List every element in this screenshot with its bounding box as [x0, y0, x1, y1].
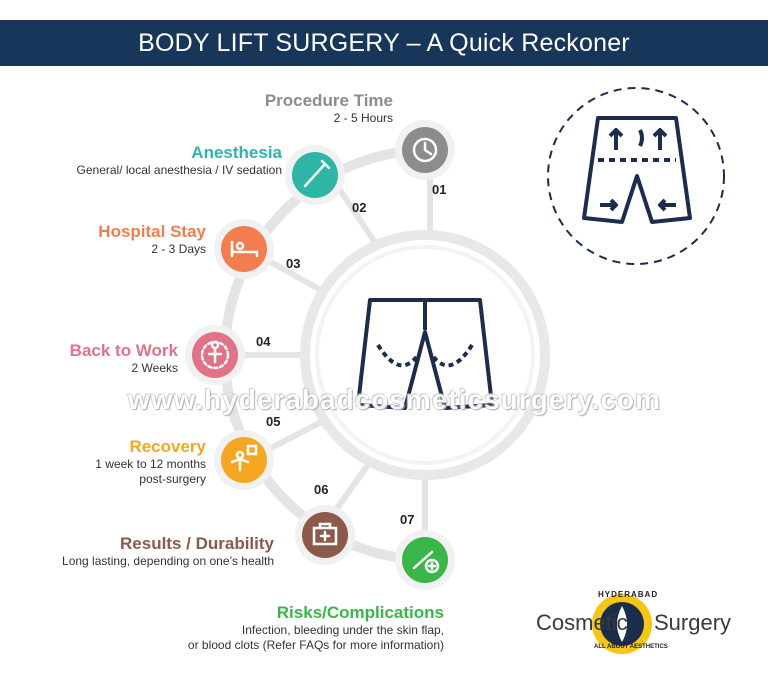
body-lift-icon [582, 116, 692, 224]
step-back-to-work: Back to Work 2 Weeks [70, 340, 178, 376]
calendar-person-icon [230, 444, 258, 472]
step-results: Results / Durability Long lasting, depen… [62, 533, 274, 569]
step-detail: General/ local anesthesia / IV sedation [76, 163, 282, 177]
center-ring [300, 230, 550, 480]
medicine-icon [412, 550, 440, 574]
step-number: 07 [400, 512, 415, 527]
step-number: 01 [432, 182, 447, 197]
clock-icon [412, 137, 438, 163]
step-title: Procedure Time [264, 91, 393, 110]
step-title: Anesthesia [191, 143, 282, 162]
logo-word-1: Cosmetic [536, 610, 628, 635]
step-risks: Risks/Complications Infection, bleeding … [188, 602, 444, 653]
step-title: Recovery [129, 437, 206, 456]
step-detail: Long lasting, depending on one’s health [62, 554, 274, 568]
title-banner: BODY LIFT SURGERY – A Quick Reckoner [0, 20, 768, 66]
step-detail: 2 - 5 Hours [333, 111, 393, 125]
logo-top-text: HYDERABAD [598, 590, 659, 599]
lift-icon-ring [547, 87, 725, 265]
step-anesthesia: Anesthesia General/ local anesthesia / I… [77, 142, 282, 178]
step-detail: 2 Weeks [131, 361, 178, 375]
step-hospital-stay: Hospital Stay 2 - 3 Days [98, 221, 206, 257]
step-title: Hospital Stay [98, 222, 206, 241]
step-number: 02 [352, 200, 367, 215]
step-detail-2: or blood clots (Refer FAQs for more info… [187, 638, 444, 652]
step-title: Risks/Complications [276, 603, 444, 622]
step-number: 03 [286, 256, 301, 271]
step-title: Back to Work [69, 341, 178, 360]
step-number: 04 [256, 334, 271, 349]
step-number: 05 [266, 414, 281, 429]
syringe-icon [303, 159, 331, 188]
step-title: Results / Durability [120, 534, 274, 553]
step-recovery: Recovery 1 week to 12 months post-surger… [95, 436, 206, 487]
logo-word-2: Surgery [654, 610, 732, 635]
medical-kit-icon [312, 522, 338, 546]
step-detail: 1 week to 12 months [95, 457, 206, 471]
step-detail: Infection, bleeding under the skin flap, [241, 623, 444, 637]
watermark: www.hyderabadcosmeticsurgery.com [128, 384, 662, 415]
body-contour-icon [356, 298, 494, 410]
step-detail-2: post-surgery [139, 472, 206, 486]
step-number: 06 [314, 482, 329, 497]
logo-emblem [592, 594, 652, 654]
person-recovery-icon [200, 340, 230, 370]
hospital-bed-icon [230, 240, 259, 258]
step-procedure-time: Procedure Time 2 - 5 Hours [265, 90, 393, 126]
logo-tagline: ALL ABOUT AESTHETICS [594, 644, 668, 650]
page-title: BODY LIFT SURGERY – A Quick Reckoner [138, 28, 630, 57]
brand-logo: HYDERABAD Cosmetic Surgery ALL ABOUT AES… [536, 588, 731, 658]
step-detail: 2 - 3 Days [151, 242, 206, 256]
